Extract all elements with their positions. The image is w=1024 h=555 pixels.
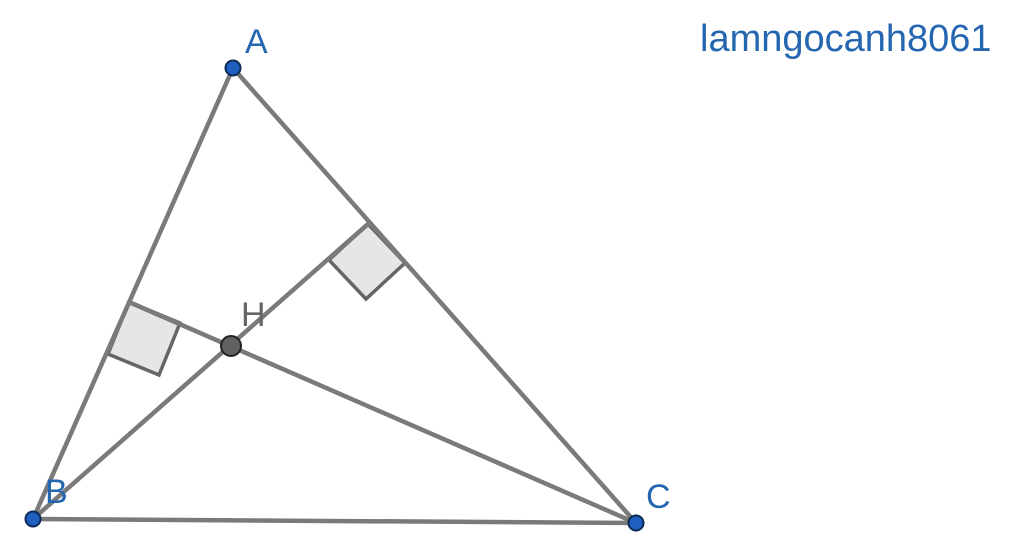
point-a[interactable] xyxy=(224,59,242,77)
label-a: A xyxy=(245,23,268,61)
segment-ac xyxy=(230,65,639,526)
segment-bc xyxy=(30,516,639,526)
altitude-from-b xyxy=(30,221,371,522)
label-h: H xyxy=(241,296,266,334)
right-angle-marker-bh-ac xyxy=(326,221,408,302)
right-angle-marker-ch-ab xyxy=(105,299,183,378)
altitude-from-c xyxy=(126,299,639,526)
watermark-text: lamngocanh8061 xyxy=(700,18,992,60)
point-b[interactable] xyxy=(24,510,42,528)
point-h[interactable] xyxy=(220,335,242,357)
segment-ab xyxy=(30,65,236,522)
label-c: C xyxy=(646,478,671,516)
point-c[interactable] xyxy=(627,514,645,532)
label-b: B xyxy=(45,473,68,511)
